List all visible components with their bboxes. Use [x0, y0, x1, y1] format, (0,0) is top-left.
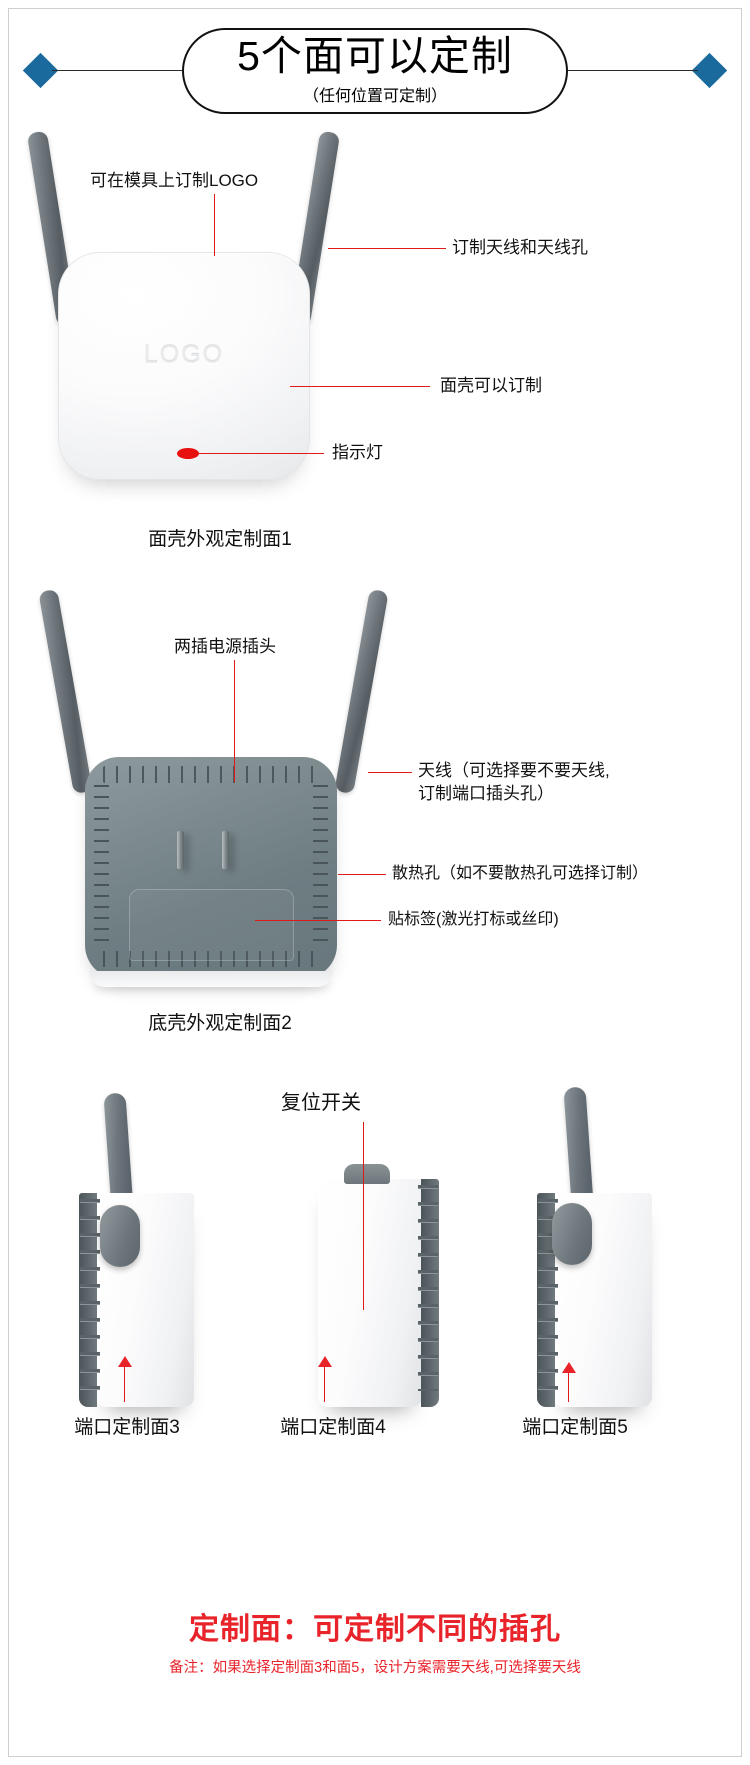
side-view-3: [42, 1075, 272, 1407]
antenna-left-back: [38, 588, 93, 795]
footer-note: 备注：如果选择定制面3和面5，设计方案需要天线,可选择要天线: [169, 1660, 581, 1676]
device-front-body: LOGO: [58, 252, 310, 486]
side-vent-slots-3: [80, 1199, 100, 1391]
page-title: 5个面可以定制: [237, 33, 513, 79]
footer-headline: 定制面：可定制不同的插孔: [189, 1613, 561, 1646]
caption-face-1: 面壳外观定制面1: [148, 529, 292, 550]
logo-emboss-text: LOGO: [143, 341, 225, 369]
leader-logo: [214, 194, 216, 256]
leader-face-4: [324, 1366, 326, 1402]
leader-face-3: [124, 1366, 126, 1402]
side-view-4: [262, 1075, 492, 1407]
sticker-label-area: [129, 889, 294, 961]
vent-slots-top: [103, 766, 319, 783]
callout-front-shell: 面壳可以订制: [440, 376, 542, 395]
header-banner: 5个面可以定制 （任何位置可定制）: [0, 14, 750, 114]
antenna-right-back: [334, 588, 389, 795]
arrow-face-4: [318, 1356, 332, 1367]
led-indicator-dot: [177, 448, 199, 459]
callout-reset-switch: 复位开关: [281, 1092, 361, 1114]
callout-logo: 可在模具上订制LOGO: [90, 171, 259, 190]
reset-button: [344, 1164, 390, 1184]
power-prong-right: [222, 831, 229, 869]
leader-power-plug: [234, 660, 236, 782]
caption-face-2: 底壳外观定制面2: [148, 1013, 292, 1034]
caption-face-3: 端口定制面3: [74, 1417, 180, 1438]
antenna-hinge-3: [100, 1205, 140, 1267]
page-border: [8, 8, 742, 1757]
vent-slots-bottom: [103, 951, 319, 967]
arrow-face-5: [562, 1362, 576, 1373]
header-rule-right: [568, 70, 698, 71]
leader-reset-switch: [363, 1122, 365, 1310]
caption-face-4: 端口定制面4: [280, 1417, 386, 1438]
product-side-views: [0, 1075, 750, 1475]
callout-sticker: 贴标签(激光打标或丝印): [388, 911, 559, 928]
header-title-box: 5个面可以定制 （任何位置可定制）: [182, 28, 568, 114]
leader-face-5: [568, 1372, 570, 1402]
product-back-view: [0, 575, 470, 1025]
vent-slots-right: [313, 785, 328, 949]
device-back-body: [85, 757, 337, 987]
product-front-view: LOGO: [0, 120, 470, 560]
side-vent-slots-4: [418, 1185, 438, 1391]
callout-antenna-holes: 订制天线和天线孔: [452, 238, 588, 257]
leader-antenna-1: [328, 248, 446, 250]
device-side-body-4: [318, 1164, 439, 1407]
callout-antenna-option: 天线（可选择要不要天线, 订制端口插头孔）: [418, 761, 610, 803]
page-subtitle: （任何位置可定制）: [302, 88, 447, 105]
caption-face-5: 端口定制面5: [522, 1417, 628, 1438]
leader-antenna-2: [368, 772, 412, 774]
leader-sticker: [255, 920, 381, 922]
callout-vents: 散热孔（如不要散热孔可选择订制）: [392, 865, 649, 882]
power-prong-left: [177, 831, 184, 869]
antenna-hinge-5: [552, 1203, 592, 1265]
leader-vents: [338, 874, 386, 876]
arrow-face-3: [118, 1356, 132, 1367]
leader-led: [196, 453, 324, 455]
side-view-5: [492, 1075, 722, 1407]
header-rule-left: [52, 70, 182, 71]
callout-power-plug: 两插电源插头: [174, 637, 276, 656]
leader-shell: [290, 386, 430, 388]
vent-slots-left: [94, 785, 109, 949]
callout-led: 指示灯: [332, 443, 383, 462]
